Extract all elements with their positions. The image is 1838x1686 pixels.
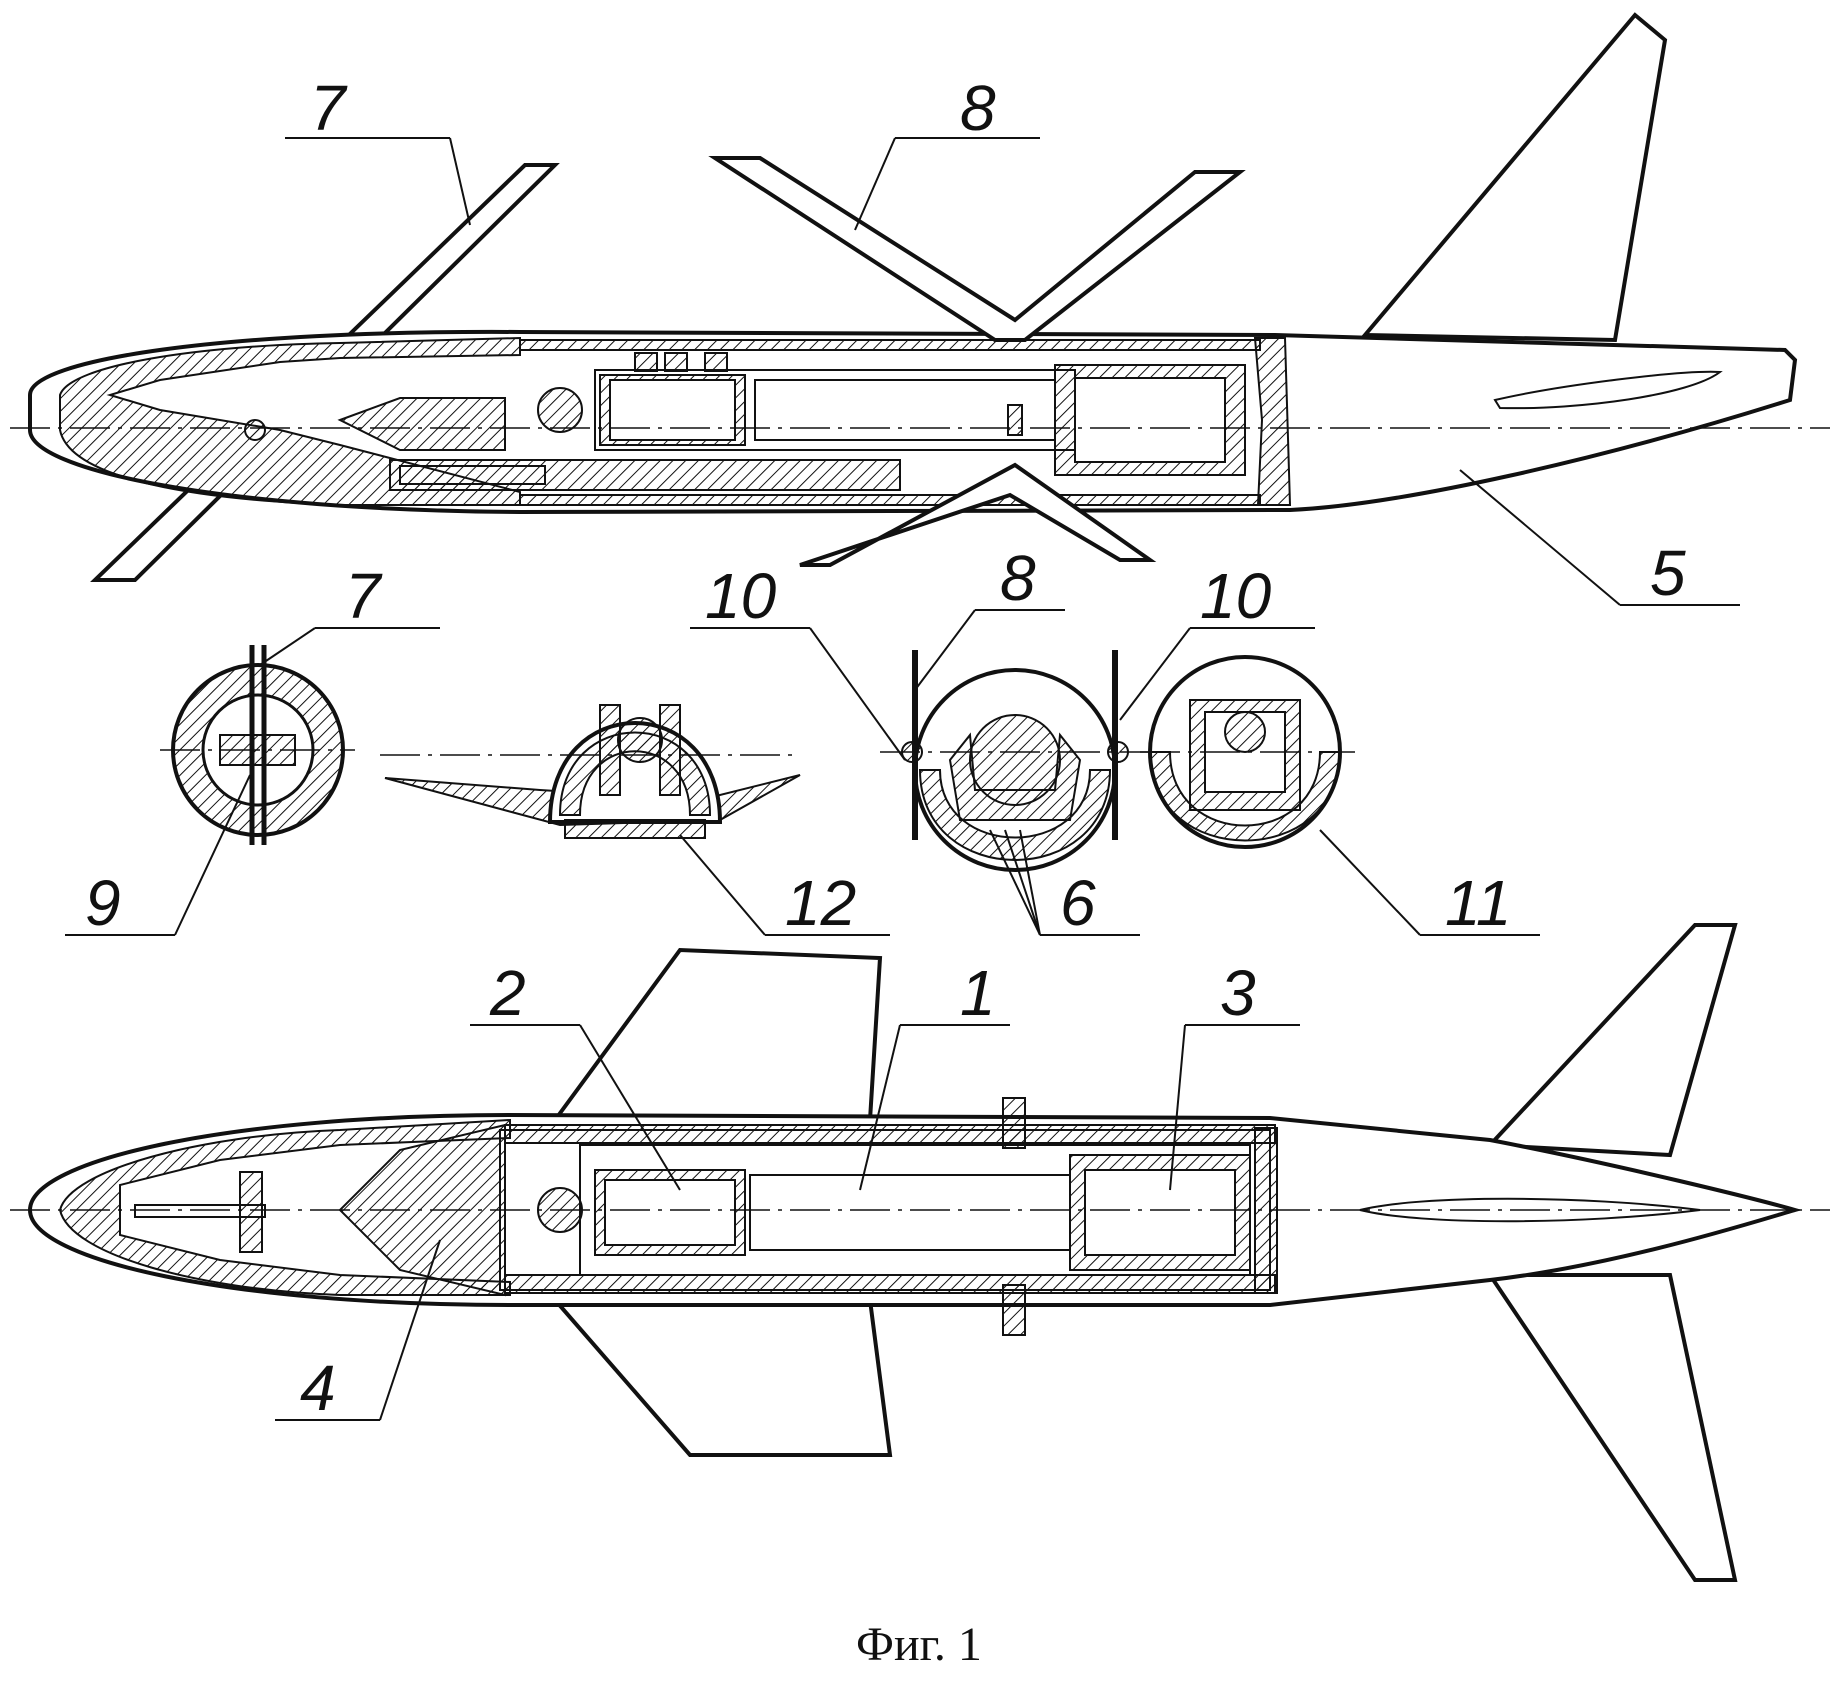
upper-warhead-cone <box>337 397 506 451</box>
section-a <box>160 645 355 845</box>
upper-wing-8-top <box>708 156 1246 342</box>
section-d <box>1140 655 1355 849</box>
label-11: 11 <box>1445 867 1511 939</box>
label-8-mid: 8 <box>1000 542 1036 614</box>
lower-wing-top <box>551 947 883 1122</box>
lower-wing-bottom <box>550 1298 893 1457</box>
label-10-left: 10 <box>705 560 777 632</box>
upper-nut <box>537 387 583 433</box>
label-10-right: 10 <box>1200 560 1272 632</box>
label-2: 2 <box>489 957 526 1029</box>
upper-wing-8-bottom <box>799 462 1157 567</box>
label-7-mid: 7 <box>345 560 383 632</box>
upper-wall-top <box>519 339 1261 351</box>
section-b <box>380 704 801 839</box>
lower-tail-fin-bottom <box>1486 1273 1738 1582</box>
upper-tail-fin <box>1360 12 1668 343</box>
label-7-top: 7 <box>310 72 348 144</box>
label-8-top: 8 <box>960 72 996 144</box>
leader-lines <box>65 137 1740 1421</box>
label-4: 4 <box>300 1352 336 1424</box>
label-9: 9 <box>85 867 121 939</box>
upper-lower-store <box>389 459 901 491</box>
section-c <box>880 650 1160 872</box>
label-1: 1 <box>960 957 996 1029</box>
upper-aft-cap <box>1253 337 1292 506</box>
upper-wall-bottom <box>519 494 1261 506</box>
reference-labels: 7 8 5 10 8 10 7 9 12 6 11 2 1 3 4 <box>85 72 1686 1424</box>
figure-caption: Фиг. 1 <box>856 1618 982 1671</box>
lower-tail-fin-top <box>1485 923 1738 1158</box>
label-3: 3 <box>1220 957 1256 1029</box>
lower-longitudinal-section <box>10 923 1830 1582</box>
label-5: 5 <box>1650 537 1686 609</box>
label-6: 6 <box>1060 867 1096 939</box>
upper-longitudinal-section <box>10 12 1830 582</box>
label-12: 12 <box>785 867 856 939</box>
upper-aft-slot <box>1493 370 1723 410</box>
